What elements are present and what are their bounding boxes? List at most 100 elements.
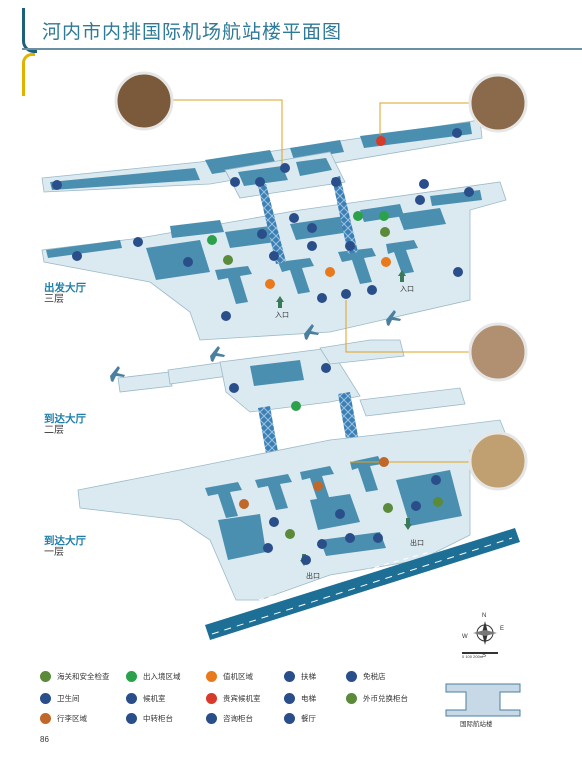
- elevator-icon: [317, 539, 327, 549]
- legend-item: 行李区域: [40, 712, 87, 726]
- level1-arrivals-hall: [77, 419, 509, 601]
- checkin-icon: [206, 670, 217, 682]
- legend-item: 免税店: [346, 670, 386, 684]
- plane-icon: [110, 310, 401, 382]
- toilet-icon: [453, 267, 463, 277]
- toilet-icon: [221, 311, 231, 321]
- level3-gates-pier: [41, 119, 483, 199]
- toilet-icon: [452, 128, 462, 138]
- scale-bar-line: [462, 652, 498, 654]
- customs-icon: [380, 227, 390, 237]
- toilet-icon: [411, 501, 421, 511]
- baggage-icon: [379, 457, 389, 467]
- waiting-room-icon: [269, 517, 279, 527]
- escalator-icon: [269, 251, 279, 261]
- legend-item: 海关和安全检查: [40, 670, 110, 684]
- legend-item: 电梯: [284, 692, 316, 706]
- photo-circles: [114, 71, 528, 491]
- vip-lounge-icon: [376, 136, 386, 146]
- terminal-inset-map: [445, 683, 521, 717]
- immigration-icon: [126, 670, 137, 682]
- elevator-icon: [317, 293, 327, 303]
- toilet-icon: [335, 509, 345, 519]
- vip-lounge-icon: [206, 692, 217, 704]
- road: [205, 528, 520, 640]
- escalator-icon: [331, 177, 341, 187]
- toilet-icon: [321, 363, 331, 373]
- elevator-icon: [307, 241, 317, 251]
- info-icon: [341, 289, 351, 299]
- toilet-icon: [52, 180, 62, 190]
- toilet-icon: [230, 177, 240, 187]
- immigration-icon: [353, 211, 363, 221]
- exit-label: 出口: [410, 538, 424, 547]
- scale-bar: 0 100 200m: [462, 652, 498, 659]
- level-label-1: 到达大厅 一层: [44, 535, 86, 558]
- toilet-icon: [263, 543, 273, 553]
- waiting-room-icon: [126, 692, 137, 704]
- toilet-icon: [229, 383, 239, 393]
- immigration-icon: [379, 211, 389, 221]
- escalator-icon: [284, 670, 295, 682]
- legend-item: 出入境区域: [126, 670, 181, 684]
- escalator-link-right: [332, 176, 358, 254]
- immigration-icon: [207, 235, 217, 245]
- compass-icon: N S E W: [462, 613, 504, 658]
- callout-line: [345, 300, 470, 353]
- duty-free-icon: [346, 670, 357, 682]
- legend-item: 候机室: [126, 692, 166, 706]
- level-label-2: 到达大厅 二层: [44, 413, 86, 436]
- info-icon: [206, 712, 217, 724]
- legend-item: 贵宾候机室: [206, 692, 261, 706]
- page-number: 86: [40, 735, 49, 744]
- toilet-icon: [72, 251, 82, 261]
- info-icon: [345, 533, 355, 543]
- escalator-icon: [345, 241, 355, 251]
- elevator-icon: [373, 533, 383, 543]
- exit-label: 出口: [306, 571, 320, 580]
- legend-item: 值机区域: [206, 670, 253, 684]
- legend-item: 餐厅: [284, 712, 316, 726]
- escalator-link-left: [258, 184, 286, 264]
- duty-free-icon: [257, 229, 267, 239]
- title-bar: 河内市内排国际机场航站楼平面图: [22, 8, 582, 96]
- road-marking: [211, 537, 513, 635]
- level-label-3: 出发大厅 三层: [44, 282, 86, 305]
- compass-e: E: [500, 626, 504, 632]
- elevator-icon: [367, 285, 377, 295]
- entrance-label: 入口: [275, 311, 289, 319]
- currency-exchange-icon: [346, 692, 357, 704]
- checkin-icon: [381, 257, 391, 267]
- legend-item: 咨询柜台: [206, 712, 253, 726]
- checkin-icon: [265, 279, 275, 289]
- legend-item: 外币兑换柜台: [346, 692, 408, 706]
- baggage-icon: [313, 481, 323, 491]
- customs-icon: [40, 670, 51, 682]
- elevator-icon: [284, 692, 295, 704]
- currency-exchange-icon: [433, 497, 443, 507]
- callout-line: [160, 99, 283, 165]
- customs-icon: [383, 503, 393, 513]
- map-icons: [52, 128, 474, 565]
- toilet-icon: [40, 692, 51, 704]
- toilet-icon: [280, 163, 290, 173]
- toilet-icon: [431, 475, 441, 485]
- customs-icon: [223, 255, 233, 265]
- legend-item: 卫生间: [40, 692, 80, 706]
- baggage-icon: [40, 712, 51, 724]
- toilet-icon: [464, 187, 474, 197]
- checkin-icon: [325, 267, 335, 277]
- transfer-icon: [126, 712, 137, 724]
- title-decoration: [22, 8, 37, 53]
- compass-n: N: [482, 613, 486, 619]
- scale-label: 0 100 200m: [462, 654, 484, 659]
- toilet-icon: [419, 179, 429, 189]
- baggage-icon: [239, 499, 249, 509]
- compass-w: W: [462, 634, 468, 640]
- toilet-icon: [183, 257, 193, 267]
- callout-line: [379, 102, 472, 135]
- restaurant-icon: [284, 712, 295, 724]
- inset-label: 国际航站楼: [460, 721, 493, 728]
- waiting-room-icon: [133, 237, 143, 247]
